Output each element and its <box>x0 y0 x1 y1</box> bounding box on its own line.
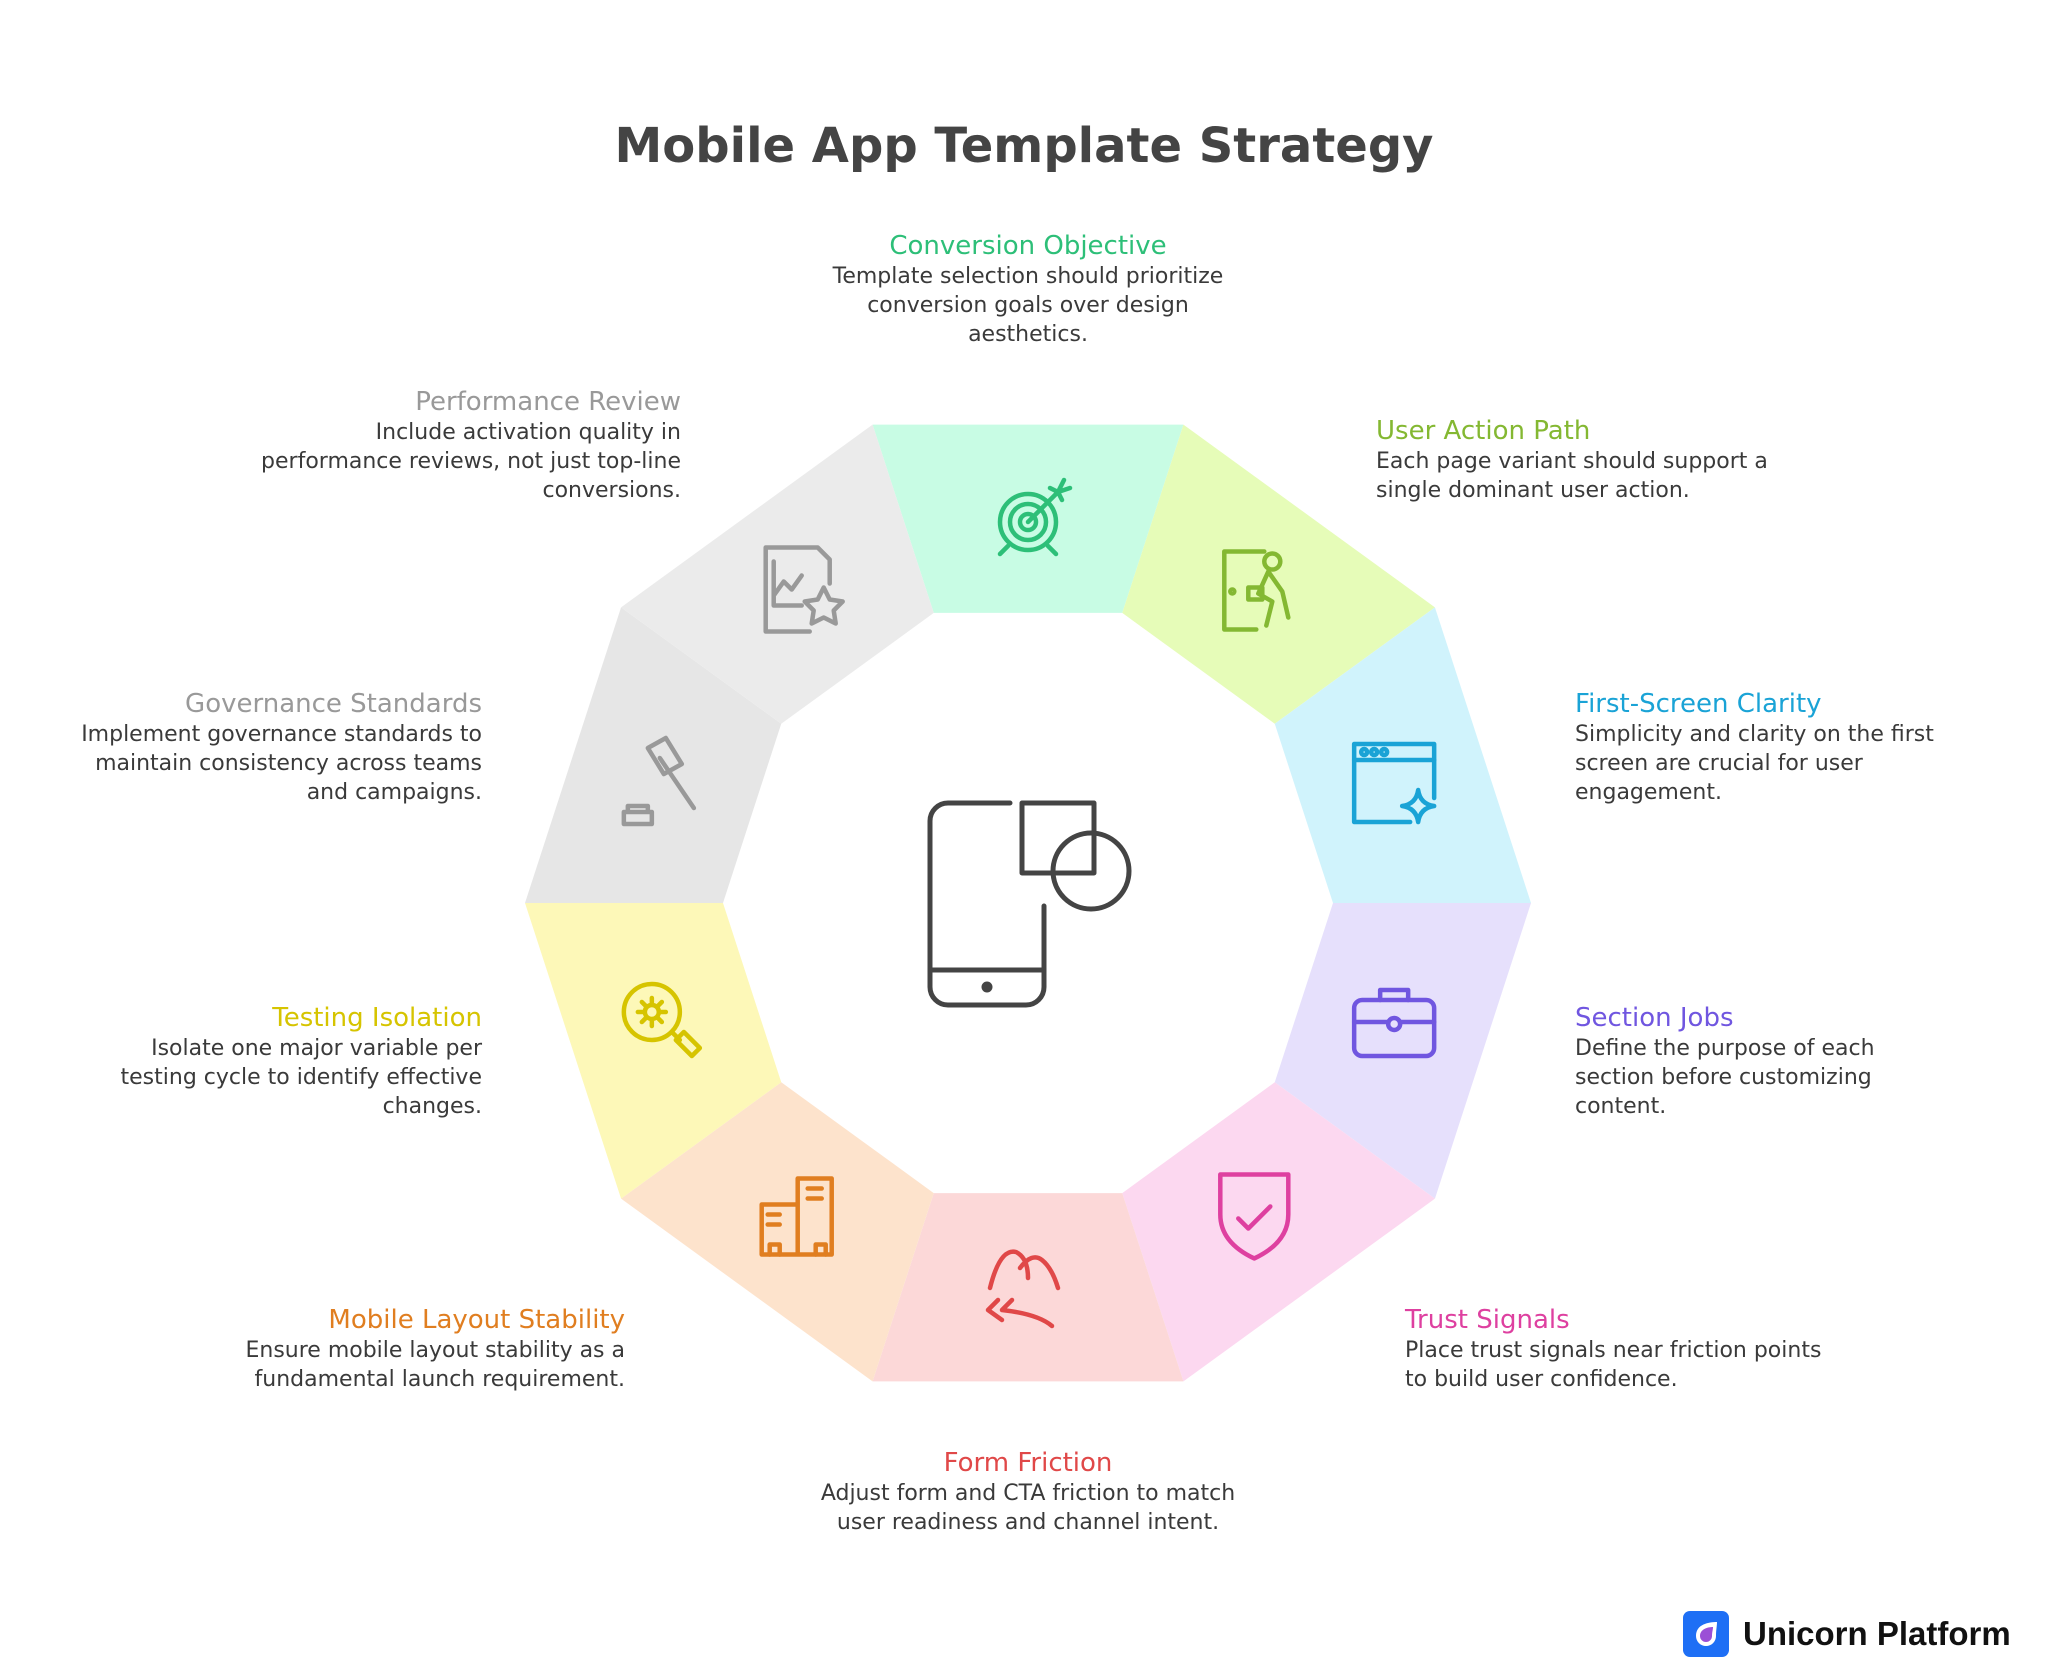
segment-conversion-objective-wedge <box>872 424 1184 613</box>
segment-title: Performance Review <box>415 387 681 417</box>
segment-mobile-layout-stability-wedge <box>621 1082 934 1382</box>
unicorn-platform-logo-icon <box>1683 1611 1729 1657</box>
segment-title: Mobile Layout Stability <box>328 1305 625 1335</box>
logo-text: Unicorn Platform <box>1743 1615 2011 1652</box>
segment-text: Each page variant should support a singl… <box>1376 449 1768 503</box>
segment-mobile-layout-stability: Mobile Layout Stability Ensure mobile la… <box>205 1304 625 1394</box>
segment-text: Ensure mobile layout stability as a fund… <box>245 1338 625 1392</box>
browser-sparkle-icon <box>1351 741 1437 825</box>
segment-title: Section Jobs <box>1575 1003 1734 1033</box>
segment-first-screen-clarity: First-Screen Clarity Simplicity and clar… <box>1575 688 2005 807</box>
segment-text: Isolate one major variable per testing c… <box>120 1036 482 1119</box>
person-door-icon <box>1222 549 1291 632</box>
segment-title: User Action Path <box>1376 416 1591 446</box>
segment-performance-review: Performance Review Include activation qu… <box>261 386 681 505</box>
segment-testing-isolation-wedge <box>525 903 782 1199</box>
segment-text: Define the purpose of each section befor… <box>1575 1036 1875 1119</box>
segment-performance-review-wedge <box>621 424 934 724</box>
segment-trust-signals: Trust Signals Place trust signals near f… <box>1405 1304 1825 1394</box>
shield-check-icon <box>1218 1172 1291 1261</box>
segment-testing-isolation: Testing Isolation Isolate one major vari… <box>72 1002 482 1121</box>
chart-star-document-icon <box>763 545 845 634</box>
segment-text: Place trust signals near friction points… <box>1405 1338 1822 1392</box>
segment-conversion-objective: Conversion Objective Template selection … <box>818 230 1238 349</box>
segment-title: First-Screen Clarity <box>1575 689 1822 719</box>
segment-text: Include activation quality in performanc… <box>261 420 681 503</box>
segment-title: Governance Standards <box>185 689 482 719</box>
page-title: Mobile App Template Strategy <box>614 118 1434 174</box>
friction-path-icon <box>985 1249 1061 1329</box>
segment-text: Simplicity and clarity on the first scre… <box>1575 722 1934 805</box>
segment-first-screen-clarity-wedge <box>1274 607 1531 903</box>
brand-logo: Unicorn Platform <box>1683 1611 2011 1657</box>
segment-governance-standards: Governance Standards Implement governanc… <box>62 688 482 807</box>
segment-title: Testing Isolation <box>272 1003 482 1033</box>
segment-form-friction: Form Friction Adjust form and CTA fricti… <box>818 1447 1238 1537</box>
segment-title: Trust Signals <box>1405 1305 1570 1335</box>
segment-text: Template selection should prioritize con… <box>832 264 1224 347</box>
segment-form-friction-wedge <box>872 1193 1184 1382</box>
segment-section-jobs-wedge <box>1274 903 1531 1199</box>
gavel-icon <box>621 735 697 827</box>
segment-title: Form Friction <box>943 1448 1113 1478</box>
segment-title: Conversion Objective <box>889 231 1167 261</box>
target-arrow-icon <box>997 477 1073 557</box>
segment-user-action-path-wedge <box>1122 424 1435 724</box>
segment-text: Implement governance standards to mainta… <box>81 722 482 805</box>
segment-trust-signals-wedge <box>1122 1082 1435 1382</box>
segment-text: Adjust form and CTA friction to match us… <box>820 1481 1236 1535</box>
segment-user-action-path: User Action Path Each page variant shoul… <box>1376 415 1796 505</box>
buildings-icon <box>759 1176 834 1257</box>
segment-section-jobs: Section Jobs Define the purpose of each … <box>1575 1002 1915 1121</box>
briefcase-icon <box>1351 987 1437 1059</box>
mobile-shapes-icon <box>927 800 1132 1008</box>
gear-search-icon <box>621 981 703 1059</box>
